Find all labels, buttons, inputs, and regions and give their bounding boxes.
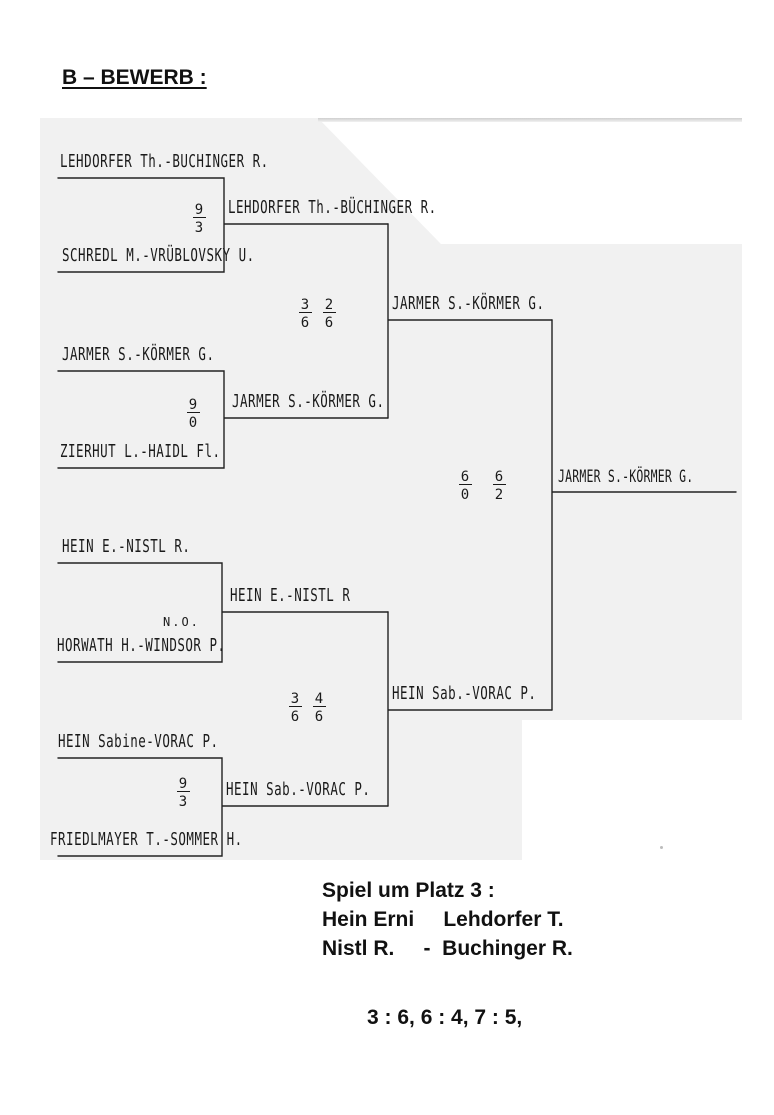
score-top: 6 [494, 469, 504, 485]
score-set-1-top: 9 [178, 776, 188, 792]
third-place-heading: Spiel um Platz 3 : [322, 879, 495, 902]
semifinal-team-2: HEIN Sab.-VORAC P. [392, 681, 537, 704]
bracket-line-semifinal [551, 319, 737, 711]
scan-speck [660, 846, 663, 849]
r2-team-4: HEIN Sab.-VORAC P. [226, 777, 371, 800]
score-set-1-top: 9 [194, 202, 204, 218]
r2-team-2: JARMER S.-KÖRMER G. [232, 389, 385, 412]
r1-team-4: ZIERHUT L.-HAIDL Fl. [60, 439, 221, 462]
bracket-line-r1m4 [57, 757, 389, 857]
bracket-line-r1m1 [57, 177, 389, 273]
score-bottom: 6 [290, 709, 300, 725]
r2-team-3: HEIN E.-NISTL R [230, 583, 351, 606]
score-top: 4 [314, 691, 324, 707]
score-top: 6 [460, 469, 470, 485]
bracket-line-r1m2 [57, 370, 389, 469]
bracket-line-r2-bottom [387, 611, 553, 807]
sheet-cut-corner [522, 720, 742, 860]
score-set-1-top: 9 [188, 397, 198, 413]
third-place-notes: Spiel um Platz 3 : Hein Erni Lehdorfer T… [322, 876, 573, 1032]
r1-team-2: SCHREDL M.-VRÜBLOVSKY U. [62, 243, 255, 266]
score-bottom: 2 [494, 487, 504, 503]
score-bottom: 6 [324, 315, 334, 331]
winner-team: JARMER S.-KÖRMER G. [558, 465, 694, 487]
third-place-result: 3 : 6, 6 : 4, 7 : 5, [367, 1006, 523, 1029]
score-top: 3 [290, 691, 300, 707]
score-top: 2 [324, 297, 334, 313]
score-bottom: 6 [314, 709, 324, 725]
r1-team-6: HORWATH H.-WINDSOR P. [57, 633, 226, 656]
third-place-line-2: Nistl R. - Buchinger R. [322, 937, 573, 960]
score-set-1-bottom: 0 [188, 415, 198, 431]
r1-team-1: LEHDORFER Th.-BUCHINGER R. [60, 149, 269, 172]
r1-team-5: HEIN E.-NISTL R. [62, 534, 191, 557]
bracket-line-r2-top [387, 223, 553, 419]
third-place-line-1: Hein Erni Lehdorfer T. [322, 908, 564, 931]
score-bottom: 0 [460, 487, 470, 503]
sheet-edge-shadow [318, 118, 742, 122]
bracket-line-r1m3 [57, 562, 389, 663]
page-title: B – BEWERB : [62, 66, 207, 89]
semifinal-team-1: JARMER S.-KÖRMER G. [392, 291, 545, 314]
score-bottom: 6 [300, 315, 310, 331]
score-set-1-bottom: 3 [194, 220, 204, 236]
r1-walkover-match-3: N.O. [163, 615, 200, 629]
r1-team-3: JARMER S.-KÖRMER G. [62, 342, 215, 365]
r2-team-1: LEHDORFER Th.-BÜCHINGER R. [228, 195, 437, 218]
score-top: 3 [300, 297, 310, 313]
score-set-1-bottom: 3 [178, 794, 188, 810]
r1-team-8: FRIEDLMAYER T.-SOMMER H. [50, 827, 243, 850]
r1-team-7: HEIN Sabine-VORAC P. [58, 729, 219, 752]
